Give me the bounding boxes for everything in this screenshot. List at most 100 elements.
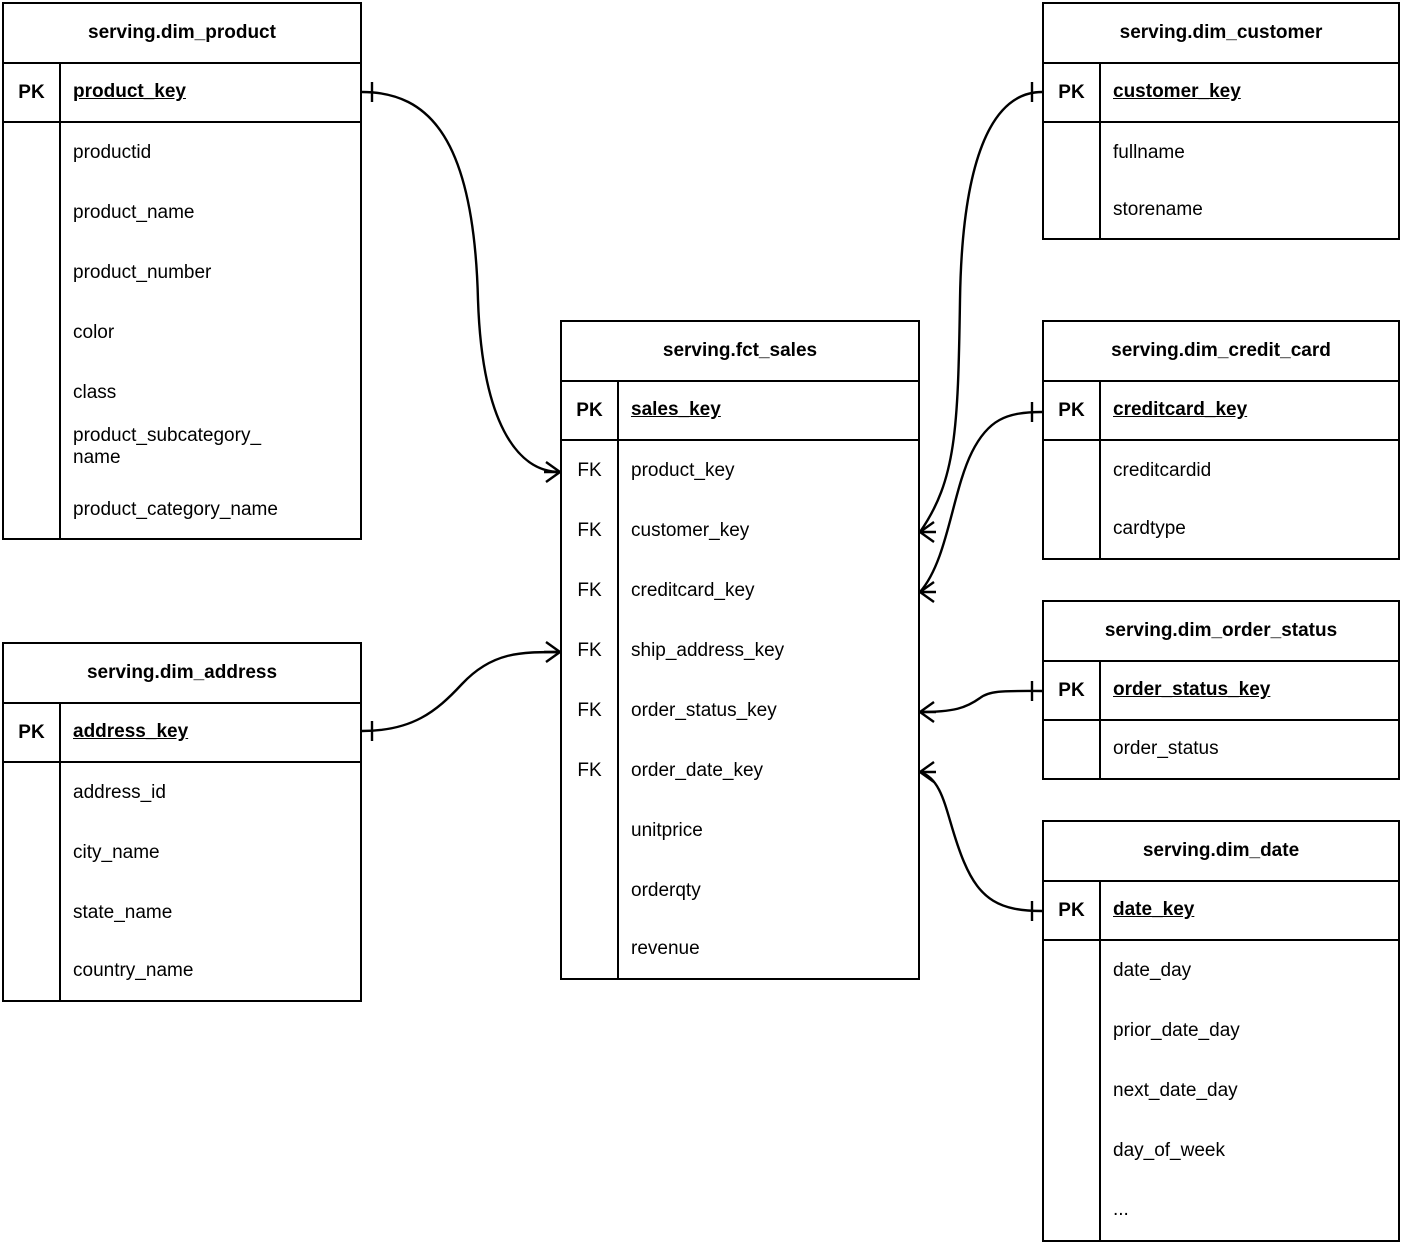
pk-name: creditcard_key — [1113, 399, 1248, 421]
attribute-item: creditcardid — [1113, 459, 1212, 481]
attribute-item: city_name — [73, 841, 160, 863]
entity-title-dim-address: serving.dim_address — [4, 644, 360, 704]
attribute-item: product_name — [73, 201, 195, 223]
fk-row-product-key: FK product_key — [562, 441, 918, 501]
entity-title-dim-customer: serving.dim_customer — [1044, 4, 1398, 64]
pk-row-dim-product: PK product_key — [4, 64, 360, 123]
fk-name: product_key — [631, 459, 735, 481]
rel-orderstatus-crowfoot — [919, 701, 936, 723]
pk-badge: PK — [1044, 382, 1101, 439]
pk-name: order_status_key — [1113, 679, 1271, 701]
pk-row-fct-sales: PK sales_key — [562, 382, 918, 441]
attribute-item: fullname — [1113, 141, 1185, 163]
measure-item: revenue — [631, 938, 700, 960]
rel-address-line — [361, 650, 561, 733]
attribute-block-dim-date: date_day prior_date_day next_date_day da… — [1044, 941, 1398, 1240]
rel-address-crowfoot — [544, 641, 561, 663]
attribute-item: address_id — [73, 781, 166, 803]
fk-row-ship-address-key: FK ship_address_key — [562, 621, 918, 681]
entity-dim-product[interactable]: serving.dim_product PK product_key produ… — [2, 2, 362, 540]
fk-name: customer_key — [631, 519, 750, 541]
pk-row-dim-date: PK date_key — [1044, 882, 1398, 941]
pk-badge: PK — [562, 382, 619, 439]
pk-row-dim-address: PK address_key — [4, 704, 360, 763]
attribute-item: storename — [1113, 199, 1203, 221]
key-column — [562, 801, 619, 978]
rel-creditcard-line — [919, 410, 1043, 593]
pk-badge: PK — [1044, 882, 1101, 939]
fk-row-order-date-key: FK order_date_key — [562, 741, 918, 801]
fk-badge: FK — [562, 741, 619, 801]
rel-customer-line — [919, 90, 1043, 533]
rel-product-line — [361, 90, 561, 474]
attribute-column: address_id city_name state_name country_… — [61, 763, 360, 1000]
attribute-block-dim-product: productid product_name product_number co… — [4, 123, 360, 538]
key-column — [1044, 941, 1101, 1240]
attribute-item: class — [73, 381, 117, 403]
pk-name: sales_key — [631, 399, 721, 421]
attribute-item: product_number — [73, 261, 212, 283]
attribute-column: date_day prior_date_day next_date_day da… — [1101, 941, 1398, 1240]
entity-fct-sales[interactable]: serving.fct_sales PK sales_key FK produc… — [560, 320, 920, 980]
entity-title-fct-sales: serving.fct_sales — [562, 322, 918, 382]
rel-date-crowfoot — [919, 761, 936, 783]
pk-row-dim-credit-card: PK creditcard_key — [1044, 382, 1398, 441]
pk-row-dim-customer: PK customer_key — [1044, 64, 1398, 123]
attribute-item: productid — [73, 141, 152, 163]
entity-title-dim-credit-card: serving.dim_credit_card — [1044, 322, 1398, 382]
attribute-item: prior_date_day — [1113, 1019, 1240, 1041]
fk-name: order_date_key — [631, 759, 764, 781]
rel-customer-crowfoot — [919, 521, 936, 543]
entity-title-dim-order-status: serving.dim_order_status — [1044, 602, 1398, 662]
entity-dim-address[interactable]: serving.dim_address PK address_key addre… — [2, 642, 362, 1002]
attribute-column: fullname storename — [1101, 123, 1398, 238]
measure-item: unitprice — [631, 819, 703, 841]
key-column — [1044, 721, 1101, 778]
attribute-item: date_day — [1113, 959, 1192, 981]
rel-product-crowfoot — [544, 461, 561, 483]
attribute-item: product_subcategory_ name — [73, 425, 262, 469]
rel-date-line — [919, 770, 1043, 913]
rel-orderstatus-line — [919, 689, 1043, 714]
pk-name: address_key — [73, 721, 189, 743]
attribute-block-dim-order-status: order_status — [1044, 721, 1398, 778]
attribute-item: order_status — [1113, 738, 1219, 760]
pk-badge: PK — [1044, 662, 1101, 719]
measure-column: unitprice orderqty revenue — [619, 801, 918, 978]
attribute-block-dim-address: address_id city_name state_name country_… — [4, 763, 360, 1000]
fk-badge: FK — [562, 621, 619, 681]
attribute-item: country_name — [73, 960, 194, 982]
measure-item: orderqty — [631, 879, 701, 901]
pk-badge: PK — [4, 64, 61, 121]
entity-title-dim-product: serving.dim_product — [4, 4, 360, 64]
key-column — [4, 763, 61, 1000]
attribute-column: creditcardid cardtype — [1101, 441, 1398, 558]
pk-badge: PK — [1044, 64, 1101, 121]
attribute-item: cardtype — [1113, 518, 1186, 540]
pk-name: date_key — [1113, 899, 1195, 921]
key-column — [1044, 441, 1101, 558]
pk-badge: PK — [4, 704, 61, 761]
attribute-block-dim-credit-card: creditcardid cardtype — [1044, 441, 1398, 558]
key-column — [4, 123, 61, 538]
entity-dim-credit-card[interactable]: serving.dim_credit_card PK creditcard_ke… — [1042, 320, 1400, 560]
fk-badge: FK — [562, 501, 619, 561]
fk-name: creditcard_key — [631, 579, 755, 601]
fk-name: order_status_key — [631, 699, 777, 721]
attribute-column: order_status — [1101, 721, 1398, 778]
measure-block-fct-sales: unitprice orderqty revenue — [562, 801, 918, 978]
fk-badge: FK — [562, 441, 619, 501]
entity-dim-date[interactable]: serving.dim_date PK date_key date_day pr… — [1042, 820, 1400, 1242]
attribute-item: ... — [1113, 1199, 1129, 1221]
attribute-item: day_of_week — [1113, 1139, 1225, 1161]
pk-name: customer_key — [1113, 81, 1241, 103]
entity-dim-customer[interactable]: serving.dim_customer PK customer_key ful… — [1042, 2, 1400, 240]
fk-badge: FK — [562, 561, 619, 621]
attribute-item: state_name — [73, 901, 173, 923]
entity-dim-order-status[interactable]: serving.dim_order_status PK order_status… — [1042, 600, 1400, 780]
attribute-column: productid product_name product_number co… — [61, 123, 360, 538]
attribute-item: product_category_name — [73, 498, 278, 520]
attribute-item: next_date_day — [1113, 1079, 1238, 1101]
attribute-item: color — [73, 321, 115, 343]
